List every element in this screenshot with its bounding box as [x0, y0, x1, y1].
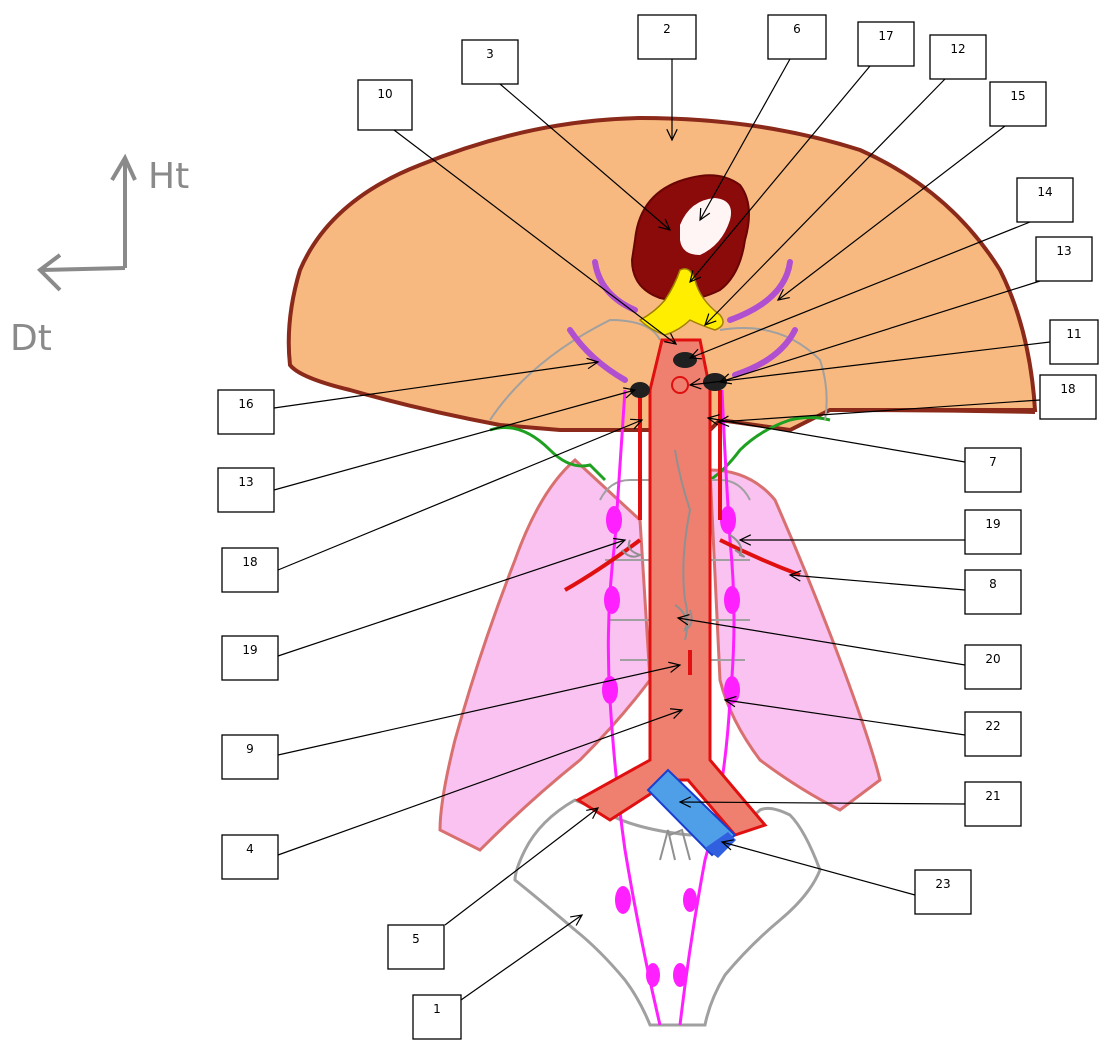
callout-label-16: 16: [238, 397, 253, 411]
callout-arrow-7: [708, 418, 965, 462]
callout-label-15: 15: [1010, 89, 1025, 103]
callout-label-21: 21: [985, 789, 1000, 803]
callout-label-17: 17: [878, 29, 893, 43]
axis-left-label: Dt: [10, 318, 52, 359]
callout-label-2: 2: [663, 22, 671, 36]
axis-horizontal-arrow: [40, 255, 125, 290]
callout-label-11: 11: [1066, 327, 1081, 341]
callout-arrow-1: [461, 915, 582, 1000]
callout-label-4: 4: [246, 842, 254, 856]
callout-label-13: 13: [1056, 244, 1071, 258]
axis-up-label: Ht: [148, 156, 189, 197]
callout-label-22: 22: [985, 719, 1000, 733]
callout-label-1: 1: [433, 1002, 441, 1016]
callout-label-13: 13: [238, 475, 253, 489]
callout-label-5: 5: [412, 932, 420, 946]
callout-label-19: 19: [985, 517, 1000, 531]
orientation-axes: Ht Dt: [10, 156, 189, 359]
callout-label-7: 7: [989, 455, 997, 469]
callout-label-18: 18: [242, 555, 257, 569]
red-circle: [672, 377, 688, 393]
callout-label-8: 8: [989, 577, 997, 591]
callout-label-6: 6: [793, 22, 801, 36]
callout-label-19: 19: [242, 643, 257, 657]
callout-label-9: 9: [246, 742, 254, 756]
callout-label-14: 14: [1037, 185, 1052, 199]
callout-label-23: 23: [935, 877, 950, 891]
callout-arrow-8: [790, 575, 965, 590]
callout-label-18: 18: [1060, 382, 1075, 396]
callout-label-10: 10: [377, 87, 392, 101]
callout-label-12: 12: [950, 42, 965, 56]
axis-vertical-arrow: [112, 158, 135, 268]
callout-label-20: 20: [985, 652, 1000, 666]
callout-label-3: 3: [486, 47, 494, 61]
